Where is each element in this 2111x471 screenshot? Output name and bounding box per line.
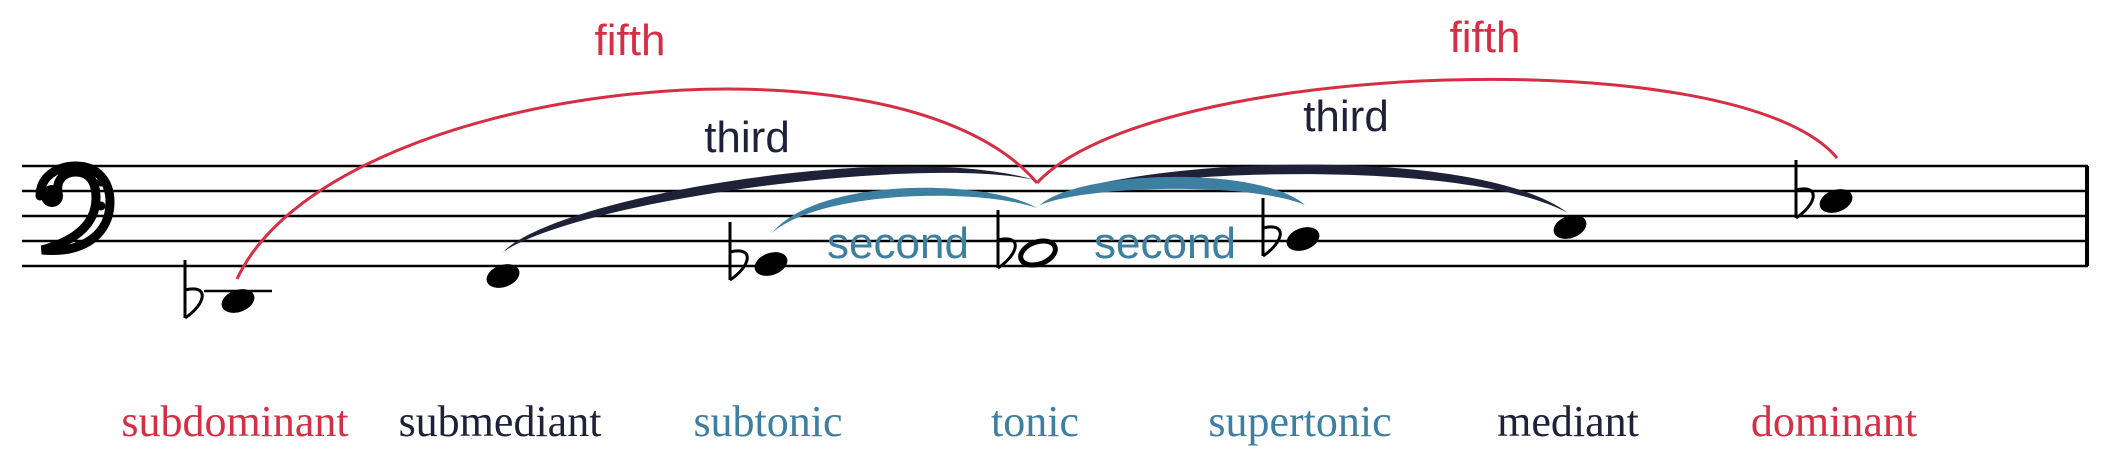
third-arc-right [1040, 164, 1568, 213]
note-submediant [486, 264, 520, 288]
degree-label-subtonic: subtonic [693, 397, 842, 446]
interval-label-fifth-left: fifth [595, 16, 666, 65]
interval-arcs [235, 77, 1839, 280]
interval-label-fifth-right: fifth [1450, 13, 1521, 62]
notehead-filled [1553, 215, 1587, 239]
notes [183, 160, 1853, 320]
interval-label-third-left: third [704, 113, 790, 162]
interval-label-second-right: second [1094, 219, 1236, 268]
third-arc-left [503, 166, 1035, 252]
interval-label-second-left: second [827, 219, 969, 268]
flat-icon [1794, 160, 1815, 220]
note-supertonic [1261, 198, 1320, 258]
notehead-filled [221, 289, 255, 313]
notehead-filled [754, 252, 788, 276]
degree-labels: subdominant submediant subtonic tonic su… [121, 397, 1917, 446]
notehead-filled [486, 264, 520, 288]
degree-label-submediant: submediant [399, 397, 602, 446]
note-tonic [996, 210, 1058, 270]
flat-icon [996, 210, 1017, 270]
note-subdominant [183, 260, 272, 320]
second-arc-left [772, 187, 1037, 233]
note-mediant [1553, 215, 1587, 239]
degree-label-mediant: mediant [1497, 397, 1639, 446]
notehead-hollow [1018, 238, 1058, 268]
degree-label-supertonic: supertonic [1208, 397, 1391, 446]
flat-icon [183, 260, 204, 320]
note-subtonic [728, 222, 788, 282]
staff [22, 164, 2089, 268]
interval-label-third-right: third [1303, 92, 1389, 141]
notehead-filled [1286, 227, 1320, 251]
fifth-arc-right [1035, 77, 1839, 185]
flat-icon [728, 222, 749, 282]
degree-label-tonic: tonic [991, 397, 1079, 446]
second-arc-right [1040, 176, 1305, 205]
degree-label-subdominant: subdominant [121, 397, 348, 446]
note-dominant [1794, 160, 1853, 220]
notehead-filled [1819, 189, 1853, 213]
interval-labels: fifth fifth third third second second [595, 13, 1521, 268]
degree-label-dominant: dominant [1751, 397, 1917, 446]
bass-clef-icon [35, 161, 115, 255]
flat-icon [1261, 198, 1282, 258]
fifth-arc-left [235, 87, 1039, 280]
